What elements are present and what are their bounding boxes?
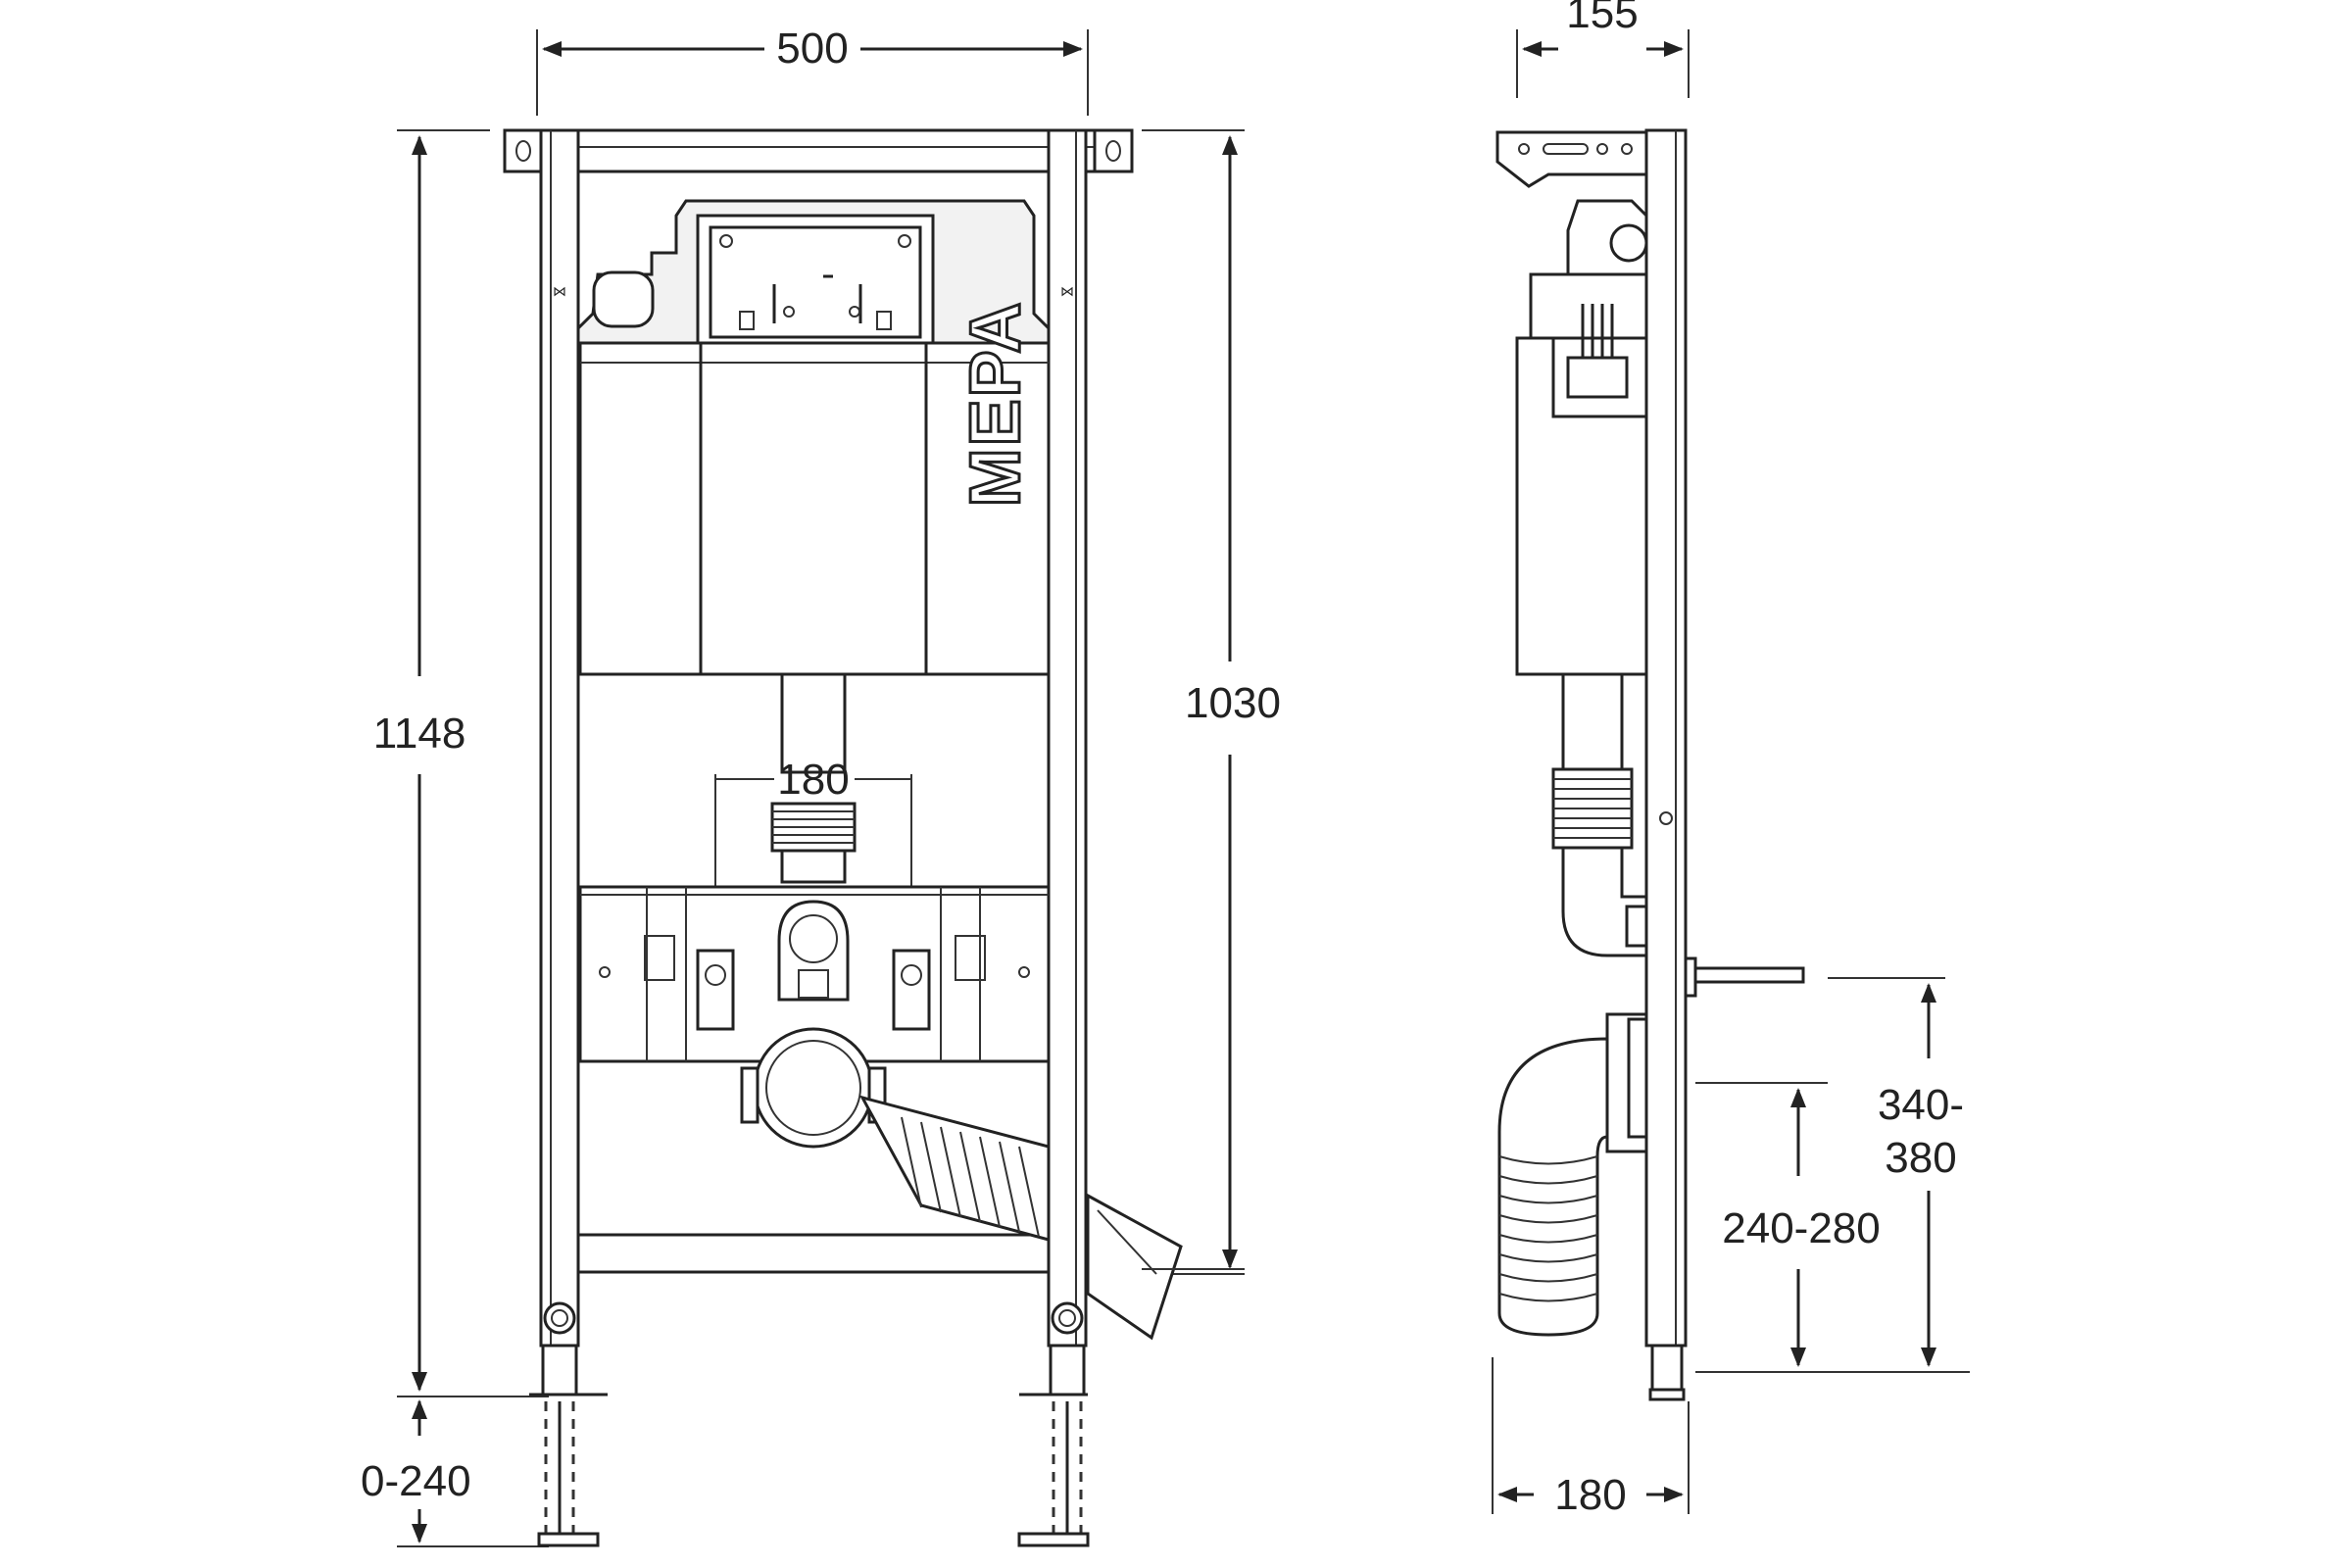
- top-depth-dimension: 155: [1516, 0, 1690, 98]
- side-frame-post: [1644, 128, 1688, 1348]
- top-depth-label: 155: [1566, 0, 1638, 37]
- inlet-height-dimension: 340- 380: [1828, 977, 1964, 1367]
- inlet-height-label-line2: 380: [1885, 1134, 1956, 1182]
- front-view: 500 1148 0-240 1030: [361, 24, 1281, 1547]
- foot-range-dimension: 0-240: [361, 1399, 549, 1547]
- total-height-dimension: 1148: [373, 129, 549, 1397]
- side-inlet-pipe: [1684, 956, 1805, 998]
- top-rail: [503, 128, 1134, 173]
- svg-text:⋈: ⋈: [1060, 283, 1074, 299]
- side-flush-pipe: [1551, 672, 1648, 957]
- outlet-height-dimension: 240-280: [1695, 1082, 1970, 1373]
- side-top-bracket: [1495, 130, 1648, 188]
- waste-outlet: [740, 1027, 1245, 1341]
- inlet-height-label-line1: 340-: [1878, 1081, 1964, 1129]
- side-foot: [1650, 1344, 1684, 1396]
- side-view: 155: [1492, 0, 1970, 1519]
- side-cistern-top: [1529, 199, 1648, 340]
- bottom-crossbar: [576, 1233, 1051, 1274]
- width-dimension: 500: [536, 24, 1089, 116]
- frame-height-label: 1030: [1185, 679, 1281, 727]
- frame-feet: [529, 1301, 1090, 1547]
- side-cistern-body: [1515, 304, 1648, 676]
- bottom-depth-label: 180: [1554, 1471, 1626, 1519]
- cistern-top: [576, 199, 1051, 345]
- foot-range-label: 0-240: [361, 1457, 471, 1505]
- flush-pipe: [770, 672, 857, 884]
- brand-logo: MEPA: [956, 301, 1035, 508]
- spacing-label: 180: [777, 756, 849, 804]
- bottom-depth-dimension: 180: [1492, 1357, 1690, 1519]
- total-height-label: 1148: [373, 710, 466, 758]
- frame-height-dimension: 1030: [1142, 129, 1281, 1275]
- side-waste-hose: [1497, 1012, 1648, 1337]
- svg-text:⋈: ⋈: [553, 283, 566, 299]
- width-label: 500: [776, 24, 848, 73]
- cistern-body: MEPA: [578, 299, 1051, 676]
- outlet-height-label: 240-280: [1722, 1204, 1880, 1252]
